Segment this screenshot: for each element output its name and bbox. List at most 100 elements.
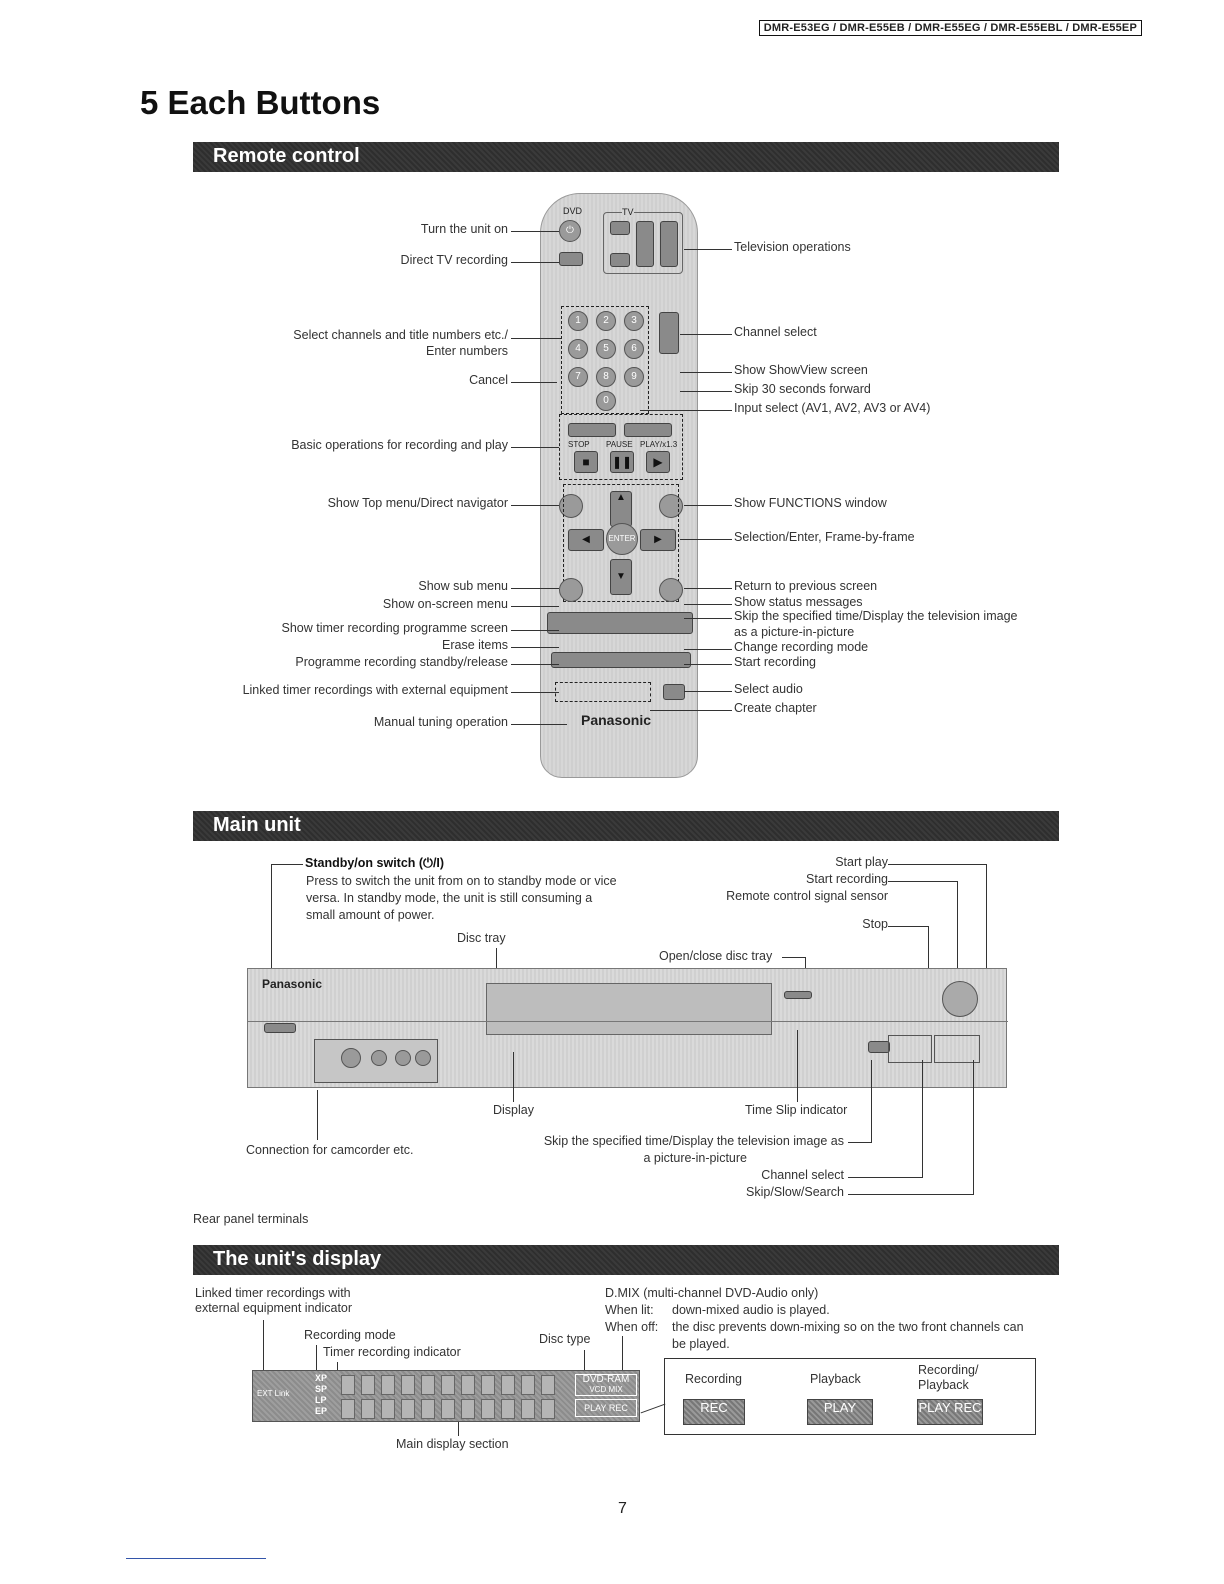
label-when-off-desc-1: the disc prevents down-mixing so on the … xyxy=(672,1320,1024,1334)
leader-line xyxy=(680,372,732,373)
unit-display-image: EXT Link XP SP LP EP DVD-RAM VCD MIX PLA… xyxy=(252,1370,640,1422)
leader-line xyxy=(511,606,559,607)
remote-brand-logo: Panasonic xyxy=(581,712,652,728)
digit-segment xyxy=(381,1375,395,1395)
label-start-recording: Start recording xyxy=(734,655,816,669)
key-7-icon: 7 xyxy=(568,367,588,387)
audio-l-jack-icon xyxy=(395,1050,411,1066)
label-timer-programme: Show timer recording programme screen xyxy=(281,621,508,635)
leader-line xyxy=(650,710,732,711)
label-create-chapter: Create chapter xyxy=(734,701,817,715)
digit-segment xyxy=(501,1399,515,1419)
main-unit-image: Panasonic xyxy=(247,968,1008,1088)
unit-brand-logo: Panasonic xyxy=(262,977,323,991)
display-bar: The unit's display xyxy=(193,1245,1059,1275)
play-rec-status: PLAY REC xyxy=(575,1399,637,1417)
label-input-select: Input select (AV1, AV2, AV3 or AV4) xyxy=(734,401,931,415)
leader-line xyxy=(316,1345,317,1372)
leader-line xyxy=(888,864,987,865)
label-select-channels: Select channels and title numbers etc./ xyxy=(293,328,508,342)
label-direct-tv-rec: Direct TV recording xyxy=(400,253,508,267)
playback-keys-group: STOP PAUSE PLAY/x1.3 ■ ❚❚ ▶ xyxy=(559,414,683,480)
legend-recording-label: Recording xyxy=(685,1372,742,1386)
tv-volume-rocker xyxy=(660,221,678,267)
label-rec-mode: Change recording mode xyxy=(734,640,869,654)
label-main-display: Main display section xyxy=(396,1437,509,1451)
ext-link-group xyxy=(555,682,651,702)
standby-power-dial xyxy=(942,981,978,1017)
leader-line xyxy=(848,1142,872,1143)
leader-line xyxy=(640,1403,666,1414)
leader-line xyxy=(640,410,732,411)
ext-link-indicator: EXT Link xyxy=(257,1389,290,1398)
leader-line xyxy=(888,881,958,882)
remote-control-bar: Remote control xyxy=(193,142,1059,172)
model-header: DMR-E53EG / DMR-E55EB / DMR-E55EG / DMR-… xyxy=(758,20,1142,36)
label-on-screen-menu: Show on-screen menu xyxy=(382,597,508,611)
page-title: 5 Each Buttons xyxy=(140,84,381,121)
dvd-label: DVD xyxy=(563,206,583,216)
skip-button xyxy=(568,423,616,437)
pause-icon: ❚❚ xyxy=(610,451,634,473)
mode-lp: LP xyxy=(315,1395,327,1405)
leader-line xyxy=(684,249,732,250)
channel-rocker xyxy=(659,312,679,354)
tv-channel-rocker xyxy=(636,221,654,267)
leader-line xyxy=(684,649,732,650)
down-arrow-icon: ▼ xyxy=(610,559,632,595)
label-open-close: Open/close disc tray xyxy=(659,949,773,963)
leader-line xyxy=(511,382,557,383)
up-arrow-icon: ▲ xyxy=(610,491,632,527)
front-terminals-panel xyxy=(314,1039,438,1083)
label-turn-on: Turn the unit on xyxy=(420,222,508,236)
vcd-mix-text: VCD MIX xyxy=(589,1385,623,1394)
leader-line xyxy=(511,588,559,589)
digit-segment xyxy=(461,1375,475,1395)
tv-label: TV xyxy=(622,207,634,217)
label-channel-select: Channel select xyxy=(734,325,817,339)
digit-segment xyxy=(341,1399,355,1419)
leader-line xyxy=(680,334,732,335)
label-start-recording: Start recording xyxy=(806,872,888,886)
tv-power-button xyxy=(610,221,630,235)
label-time-slip: Time Slip indicator xyxy=(745,1103,848,1117)
label-when-off: When off: xyxy=(605,1320,659,1334)
standby-desc-3: small amount of power. xyxy=(306,908,435,922)
leader-line xyxy=(680,391,732,392)
label-timer-indicator: Timer recording indicator xyxy=(323,1345,461,1359)
digit-segment xyxy=(521,1375,535,1395)
leader-line xyxy=(973,1060,974,1195)
key-5-icon: 5 xyxy=(596,339,616,359)
disc-tray-panel xyxy=(486,983,772,1035)
label-rec-mode-display: Recording mode xyxy=(304,1328,396,1342)
digit-segment xyxy=(461,1399,475,1419)
digit-segment xyxy=(421,1375,435,1395)
function-buttons-row-2 xyxy=(551,652,691,668)
label-erase-items: Erase items xyxy=(442,638,508,652)
leader-line xyxy=(684,604,732,605)
label-manual-tuning: Manual tuning operation xyxy=(373,715,508,729)
label-skip-30: Skip 30 seconds forward xyxy=(734,382,871,396)
key-9-icon: 9 xyxy=(624,367,644,387)
digit-segment xyxy=(401,1399,415,1419)
label-return: Return to previous screen xyxy=(734,579,878,593)
label-programme-standby: Programme recording standby/release xyxy=(295,655,508,669)
open-close-button xyxy=(784,991,812,999)
key-6-icon: 6 xyxy=(624,339,644,359)
label-disc-tray: Disc tray xyxy=(457,931,506,945)
rec-mode-indicators: XP SP LP EP xyxy=(315,1373,327,1417)
leader-line xyxy=(684,505,732,506)
digit-segment xyxy=(441,1375,455,1395)
digit-segment xyxy=(481,1375,495,1395)
footnote-rule xyxy=(126,1558,266,1559)
main-display-section xyxy=(341,1375,567,1419)
status-legend-box: Recording REC Playback PLAY Recording/ P… xyxy=(664,1358,1036,1435)
digit-segment xyxy=(501,1375,515,1395)
label-cancel: Cancel xyxy=(469,373,508,387)
label-skip-time-1: Skip the specified time/Display the tele… xyxy=(543,1134,844,1148)
enter-button: ENTER xyxy=(606,523,638,555)
right-arrow-icon: ▶ xyxy=(640,529,676,551)
leader-line xyxy=(511,724,567,725)
functions-button xyxy=(659,494,683,518)
label-linked-1: Linked timer recordings with xyxy=(195,1286,351,1300)
